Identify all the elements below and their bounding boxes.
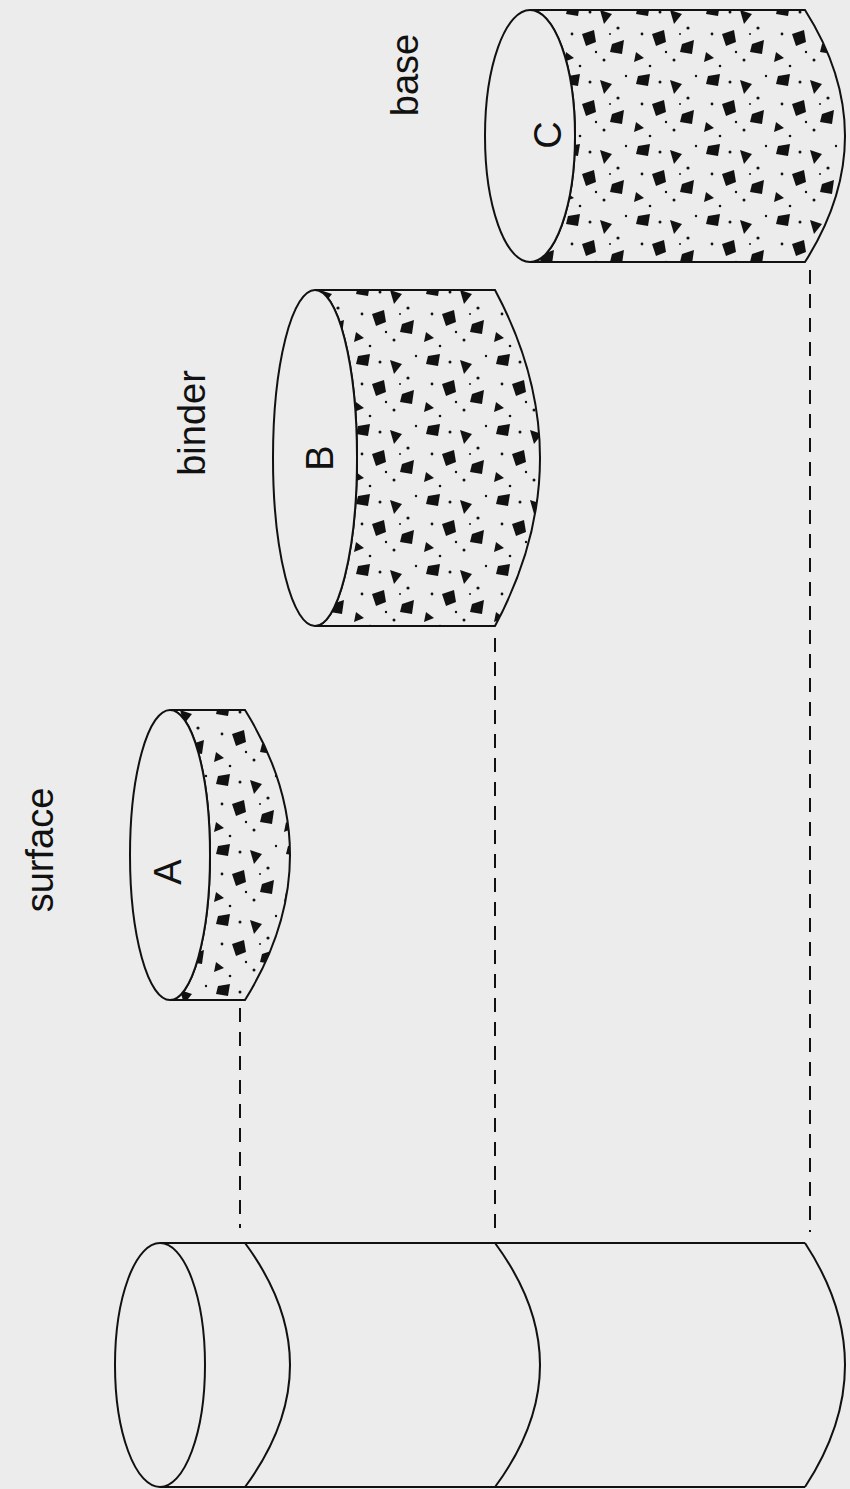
core-side xyxy=(160,1243,805,1487)
layer-boundary xyxy=(495,1243,540,1487)
core-layer: baseC xyxy=(380,5,845,267)
layer-letter: B xyxy=(301,445,339,470)
core-layer: binderB xyxy=(160,285,550,635)
layer-boundary xyxy=(245,1243,290,1487)
layer-letter: C xyxy=(529,121,567,148)
core-layer-body xyxy=(530,10,845,262)
dashed-line xyxy=(494,638,496,1232)
layer-letter: A xyxy=(149,859,187,884)
core-layer-face xyxy=(485,10,575,262)
projection-lines xyxy=(240,270,810,1232)
core-layer-face xyxy=(130,710,210,1000)
layer-name: surface xyxy=(21,788,59,913)
layer-name: base xyxy=(386,34,424,116)
core-layer-face xyxy=(273,290,357,626)
layer-name: binder xyxy=(173,370,211,476)
dashed-line xyxy=(239,1008,241,1228)
core-bottom xyxy=(805,1243,845,1487)
core-layer: surfaceA xyxy=(10,700,300,1005)
dashed-line xyxy=(809,270,811,1232)
assembled-core xyxy=(115,1243,845,1487)
core-top xyxy=(115,1243,205,1487)
